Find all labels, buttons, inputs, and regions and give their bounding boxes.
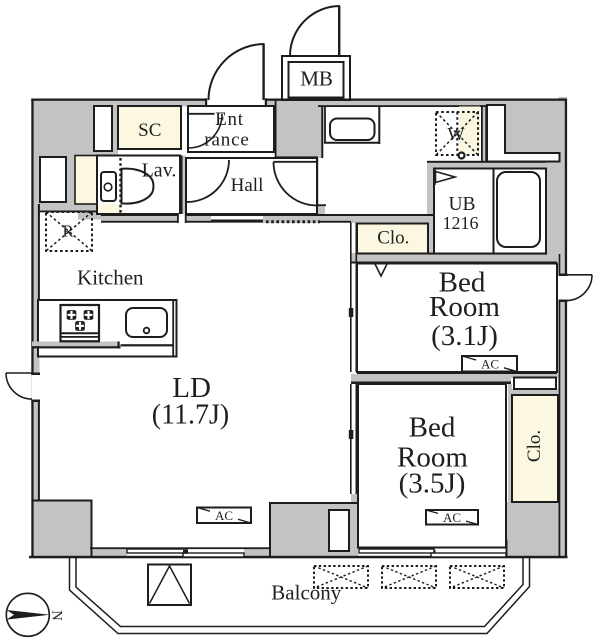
svg-text:R: R <box>62 222 73 241</box>
svg-text:Balcony: Balcony <box>271 580 341 604</box>
svg-text:W: W <box>448 124 465 144</box>
svg-text:Clo.: Clo. <box>377 227 409 248</box>
svg-text:N: N <box>49 610 65 621</box>
svg-text:Room: Room <box>397 441 468 473</box>
svg-text:(11.7J): (11.7J) <box>152 400 230 431</box>
svg-text:LD: LD <box>172 372 211 404</box>
svg-text:UB: UB <box>448 194 475 215</box>
svg-text:Bed: Bed <box>439 267 486 299</box>
svg-text:AC: AC <box>215 508 233 523</box>
svg-text:Room: Room <box>429 291 500 323</box>
svg-text:(3.5J): (3.5J) <box>399 468 466 500</box>
svg-text:rance: rance <box>204 130 249 151</box>
svg-text:SC: SC <box>138 120 161 141</box>
svg-text:Ent: Ent <box>215 109 244 130</box>
svg-text:1216: 1216 <box>443 213 479 233</box>
svg-text:Bed: Bed <box>409 412 456 444</box>
svg-text:AC: AC <box>443 510 461 525</box>
svg-text:MB: MB <box>300 66 333 90</box>
svg-text:(3.1J): (3.1J) <box>431 320 498 352</box>
svg-text:Lav.: Lav. <box>142 159 177 181</box>
svg-text:AC: AC <box>481 357 499 372</box>
svg-text:Kitchen: Kitchen <box>77 265 144 289</box>
svg-text:Clo.: Clo. <box>524 430 545 462</box>
svg-text:Hall: Hall <box>231 175 264 196</box>
